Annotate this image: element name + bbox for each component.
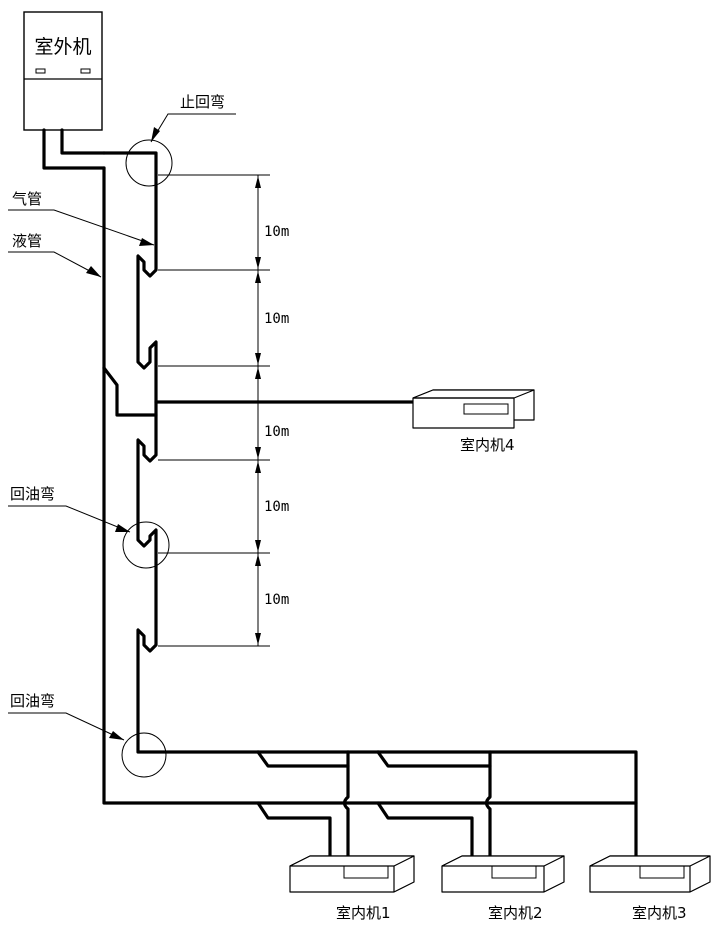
label-anti-return-bend: 止回弯 xyxy=(180,93,225,111)
indoor-unit-label-2: 室内机2 xyxy=(488,904,543,922)
indicator-left-icon xyxy=(35,68,46,74)
dimension-label-3: 10m xyxy=(264,424,289,440)
arrow-head-icon xyxy=(139,238,154,246)
label-oil-return-bend-1: 回油弯 xyxy=(10,485,55,503)
indoor-unit-2 xyxy=(441,855,565,893)
indicator-right-icon xyxy=(80,68,91,74)
arrow-head-icon xyxy=(115,524,130,532)
dimension-label-5: 10m xyxy=(264,592,289,608)
indoor-unit-1 xyxy=(289,855,415,893)
label-liquid-pipe: 液管 xyxy=(12,232,42,250)
arrow-head-icon xyxy=(109,731,124,740)
label-oil-return-bend-2: 回油弯 xyxy=(10,692,55,710)
indoor-unit-4 xyxy=(412,389,535,429)
leader-lines xyxy=(8,113,236,741)
indoor-unit-3 xyxy=(589,855,711,893)
anti-return-bend-marker xyxy=(125,139,173,187)
label-gas-pipe: 气管 xyxy=(12,190,42,208)
oil-return-bend-marker-2 xyxy=(121,732,167,778)
oil-return-bend-marker-1 xyxy=(122,521,170,569)
indoor-unit-label-3: 室内机3 xyxy=(632,904,687,922)
outdoor-unit-label: 室外机 xyxy=(34,36,91,58)
indoor-unit-label-1: 室内机1 xyxy=(336,904,391,922)
indoor-unit-label-4: 室内机4 xyxy=(460,436,515,454)
dimension-lines xyxy=(158,174,270,647)
arrow-head-icon xyxy=(151,127,160,142)
dimension-label-4: 10m xyxy=(264,499,289,515)
outdoor-unit: 室外机 xyxy=(23,11,103,131)
dimension-label-1: 10m xyxy=(264,224,289,240)
gas-pipe xyxy=(60,128,638,860)
liquid-pipe xyxy=(42,128,638,860)
dimension-label-2: 10m xyxy=(264,311,289,327)
arrow-head-icon xyxy=(86,266,101,277)
